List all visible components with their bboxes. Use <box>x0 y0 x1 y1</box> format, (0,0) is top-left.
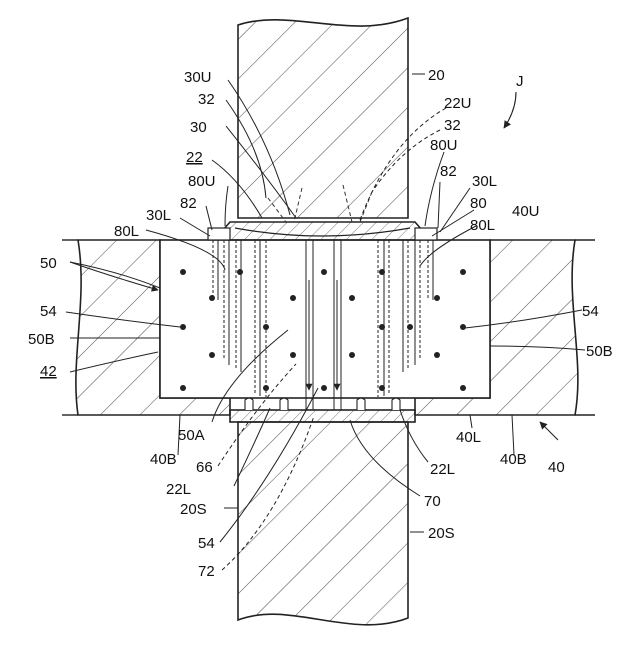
label-20: 20 <box>428 67 445 84</box>
joint-block <box>160 240 490 398</box>
label-30L-left: 30L <box>146 207 171 224</box>
view-direction-arrow <box>504 92 516 128</box>
label-32-left: 32 <box>198 91 215 108</box>
label-80U-left: 80U <box>188 173 216 190</box>
label-50B-left: 50B <box>28 331 55 348</box>
label-80U-right: 80U <box>430 137 458 154</box>
label-30: 30 <box>190 119 207 136</box>
label-40U: 40U <box>512 203 540 220</box>
label-22U: 22U <box>444 95 472 112</box>
lower-dowels <box>245 398 400 410</box>
label-22L-left: 22L <box>166 481 191 498</box>
slab-arrow <box>540 422 558 440</box>
label-70: 70 <box>424 493 441 510</box>
upper-column <box>238 18 408 218</box>
label-54-left: 54 <box>40 303 57 320</box>
label-40: 40 <box>548 459 565 476</box>
label-22: 22 <box>186 149 203 166</box>
label-82-right: 82 <box>440 163 457 180</box>
label-50B-right: 50B <box>586 343 613 360</box>
label-40B-left: 40B <box>150 451 177 468</box>
label-50A: 50A <box>178 427 205 444</box>
label-80L-right: 80L <box>470 217 495 234</box>
label-22L-right: 22L <box>430 461 455 478</box>
label-20S-right: 20S <box>428 525 455 542</box>
lower-plate <box>230 410 415 422</box>
label-30L-right: 30L <box>472 173 497 190</box>
label-40L: 40L <box>456 429 481 446</box>
label-42: 42 <box>40 363 57 380</box>
label-80L-left: 80L <box>114 223 139 240</box>
label-30U: 30U <box>184 69 212 86</box>
label-40B-right: 40B <box>500 451 527 468</box>
label-82-left: 82 <box>180 195 197 212</box>
label-50: 50 <box>40 255 57 272</box>
label-66: 66 <box>196 459 213 476</box>
lower-column <box>238 422 408 625</box>
label-54-right: 54 <box>582 303 599 320</box>
label-80: 80 <box>470 195 487 212</box>
label-J: J <box>516 73 524 90</box>
label-32-right: 32 <box>444 117 461 134</box>
label-54-bottom: 54 <box>198 535 215 552</box>
label-20S-left: 20S <box>180 501 207 518</box>
label-72: 72 <box>198 563 215 580</box>
